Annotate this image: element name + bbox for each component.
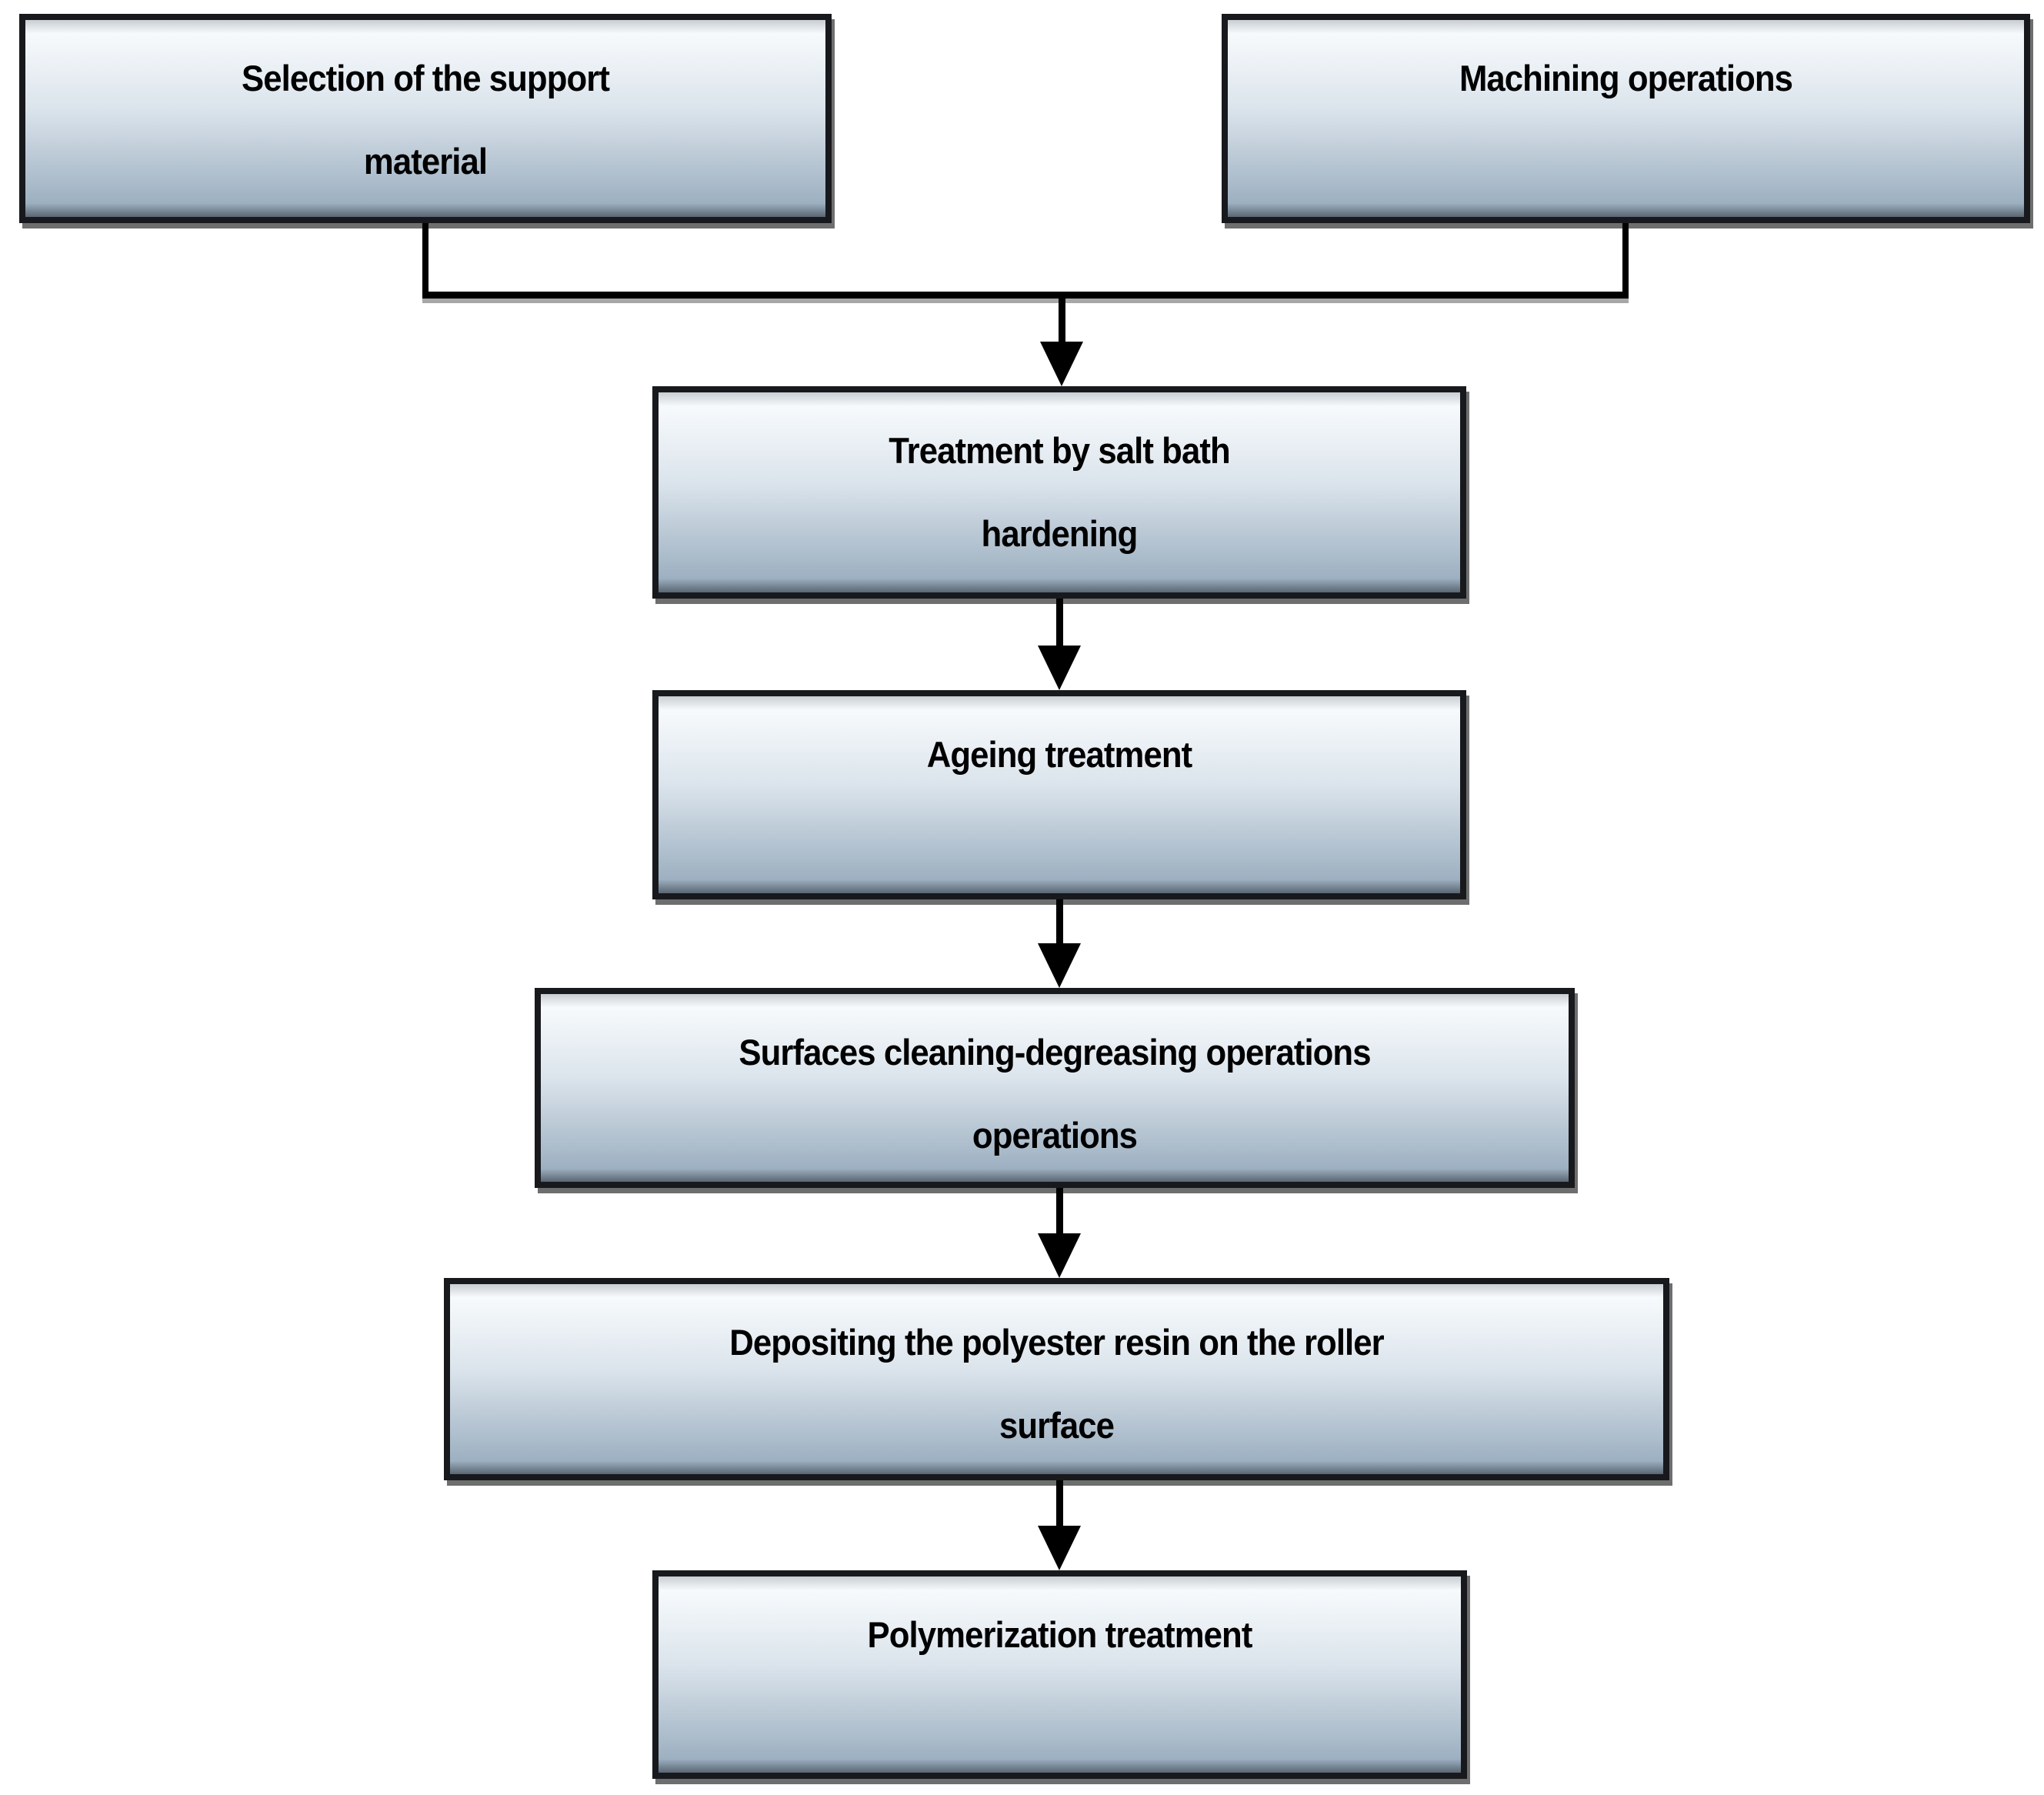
connector-vertical-from-selection bbox=[422, 223, 428, 299]
node-label: Depositing the polyester resin on the ro… bbox=[729, 1322, 1384, 1446]
node-depositing-resin: Depositing the polyester resin on the ro… bbox=[444, 1278, 1669, 1480]
node-selection-support-material: Selection of the support material bbox=[19, 14, 832, 223]
arrow-stem bbox=[1058, 299, 1065, 342]
node-surfaces-cleaning: Surfaces cleaning-degreasing operations … bbox=[535, 988, 1575, 1188]
node-label: Surfaces cleaning-degreasing operations … bbox=[739, 1032, 1371, 1156]
connector-horizontal-merge bbox=[422, 292, 1629, 299]
arrow-salt-bath-to-ageing bbox=[1038, 599, 1081, 690]
arrow-head-icon bbox=[1038, 646, 1081, 690]
node-salt-bath-hardening: Treatment by salt bath hardening bbox=[652, 386, 1466, 599]
arrow-head-icon bbox=[1040, 342, 1083, 386]
arrow-ageing-to-cleaning bbox=[1038, 899, 1081, 988]
arrow-stem bbox=[1055, 1188, 1063, 1233]
node-polymerization-treatment: Polymerization treatment bbox=[652, 1570, 1467, 1779]
node-label: Polymerization treatment bbox=[867, 1614, 1253, 1655]
arrow-head-icon bbox=[1038, 1233, 1081, 1278]
arrow-stem bbox=[1055, 1480, 1063, 1526]
arrow-head-icon bbox=[1038, 1526, 1081, 1570]
node-machining-operations: Machining operations bbox=[1222, 14, 2030, 223]
arrow-stem bbox=[1055, 899, 1063, 943]
node-label: Treatment by salt bath hardening bbox=[889, 430, 1230, 554]
arrow-merge-to-salt-bath bbox=[1040, 299, 1083, 386]
node-label: Machining operations bbox=[1459, 58, 1793, 98]
node-label: Selection of the support material bbox=[242, 58, 610, 182]
arrow-stem bbox=[1055, 599, 1063, 646]
arrow-head-icon bbox=[1038, 943, 1081, 988]
arrow-depositing-to-polymerization bbox=[1038, 1480, 1081, 1570]
node-label: Ageing treatment bbox=[926, 734, 1192, 775]
arrow-cleaning-to-depositing bbox=[1038, 1188, 1081, 1278]
node-ageing-treatment: Ageing treatment bbox=[652, 690, 1466, 899]
connector-vertical-from-machining bbox=[1622, 223, 1629, 299]
